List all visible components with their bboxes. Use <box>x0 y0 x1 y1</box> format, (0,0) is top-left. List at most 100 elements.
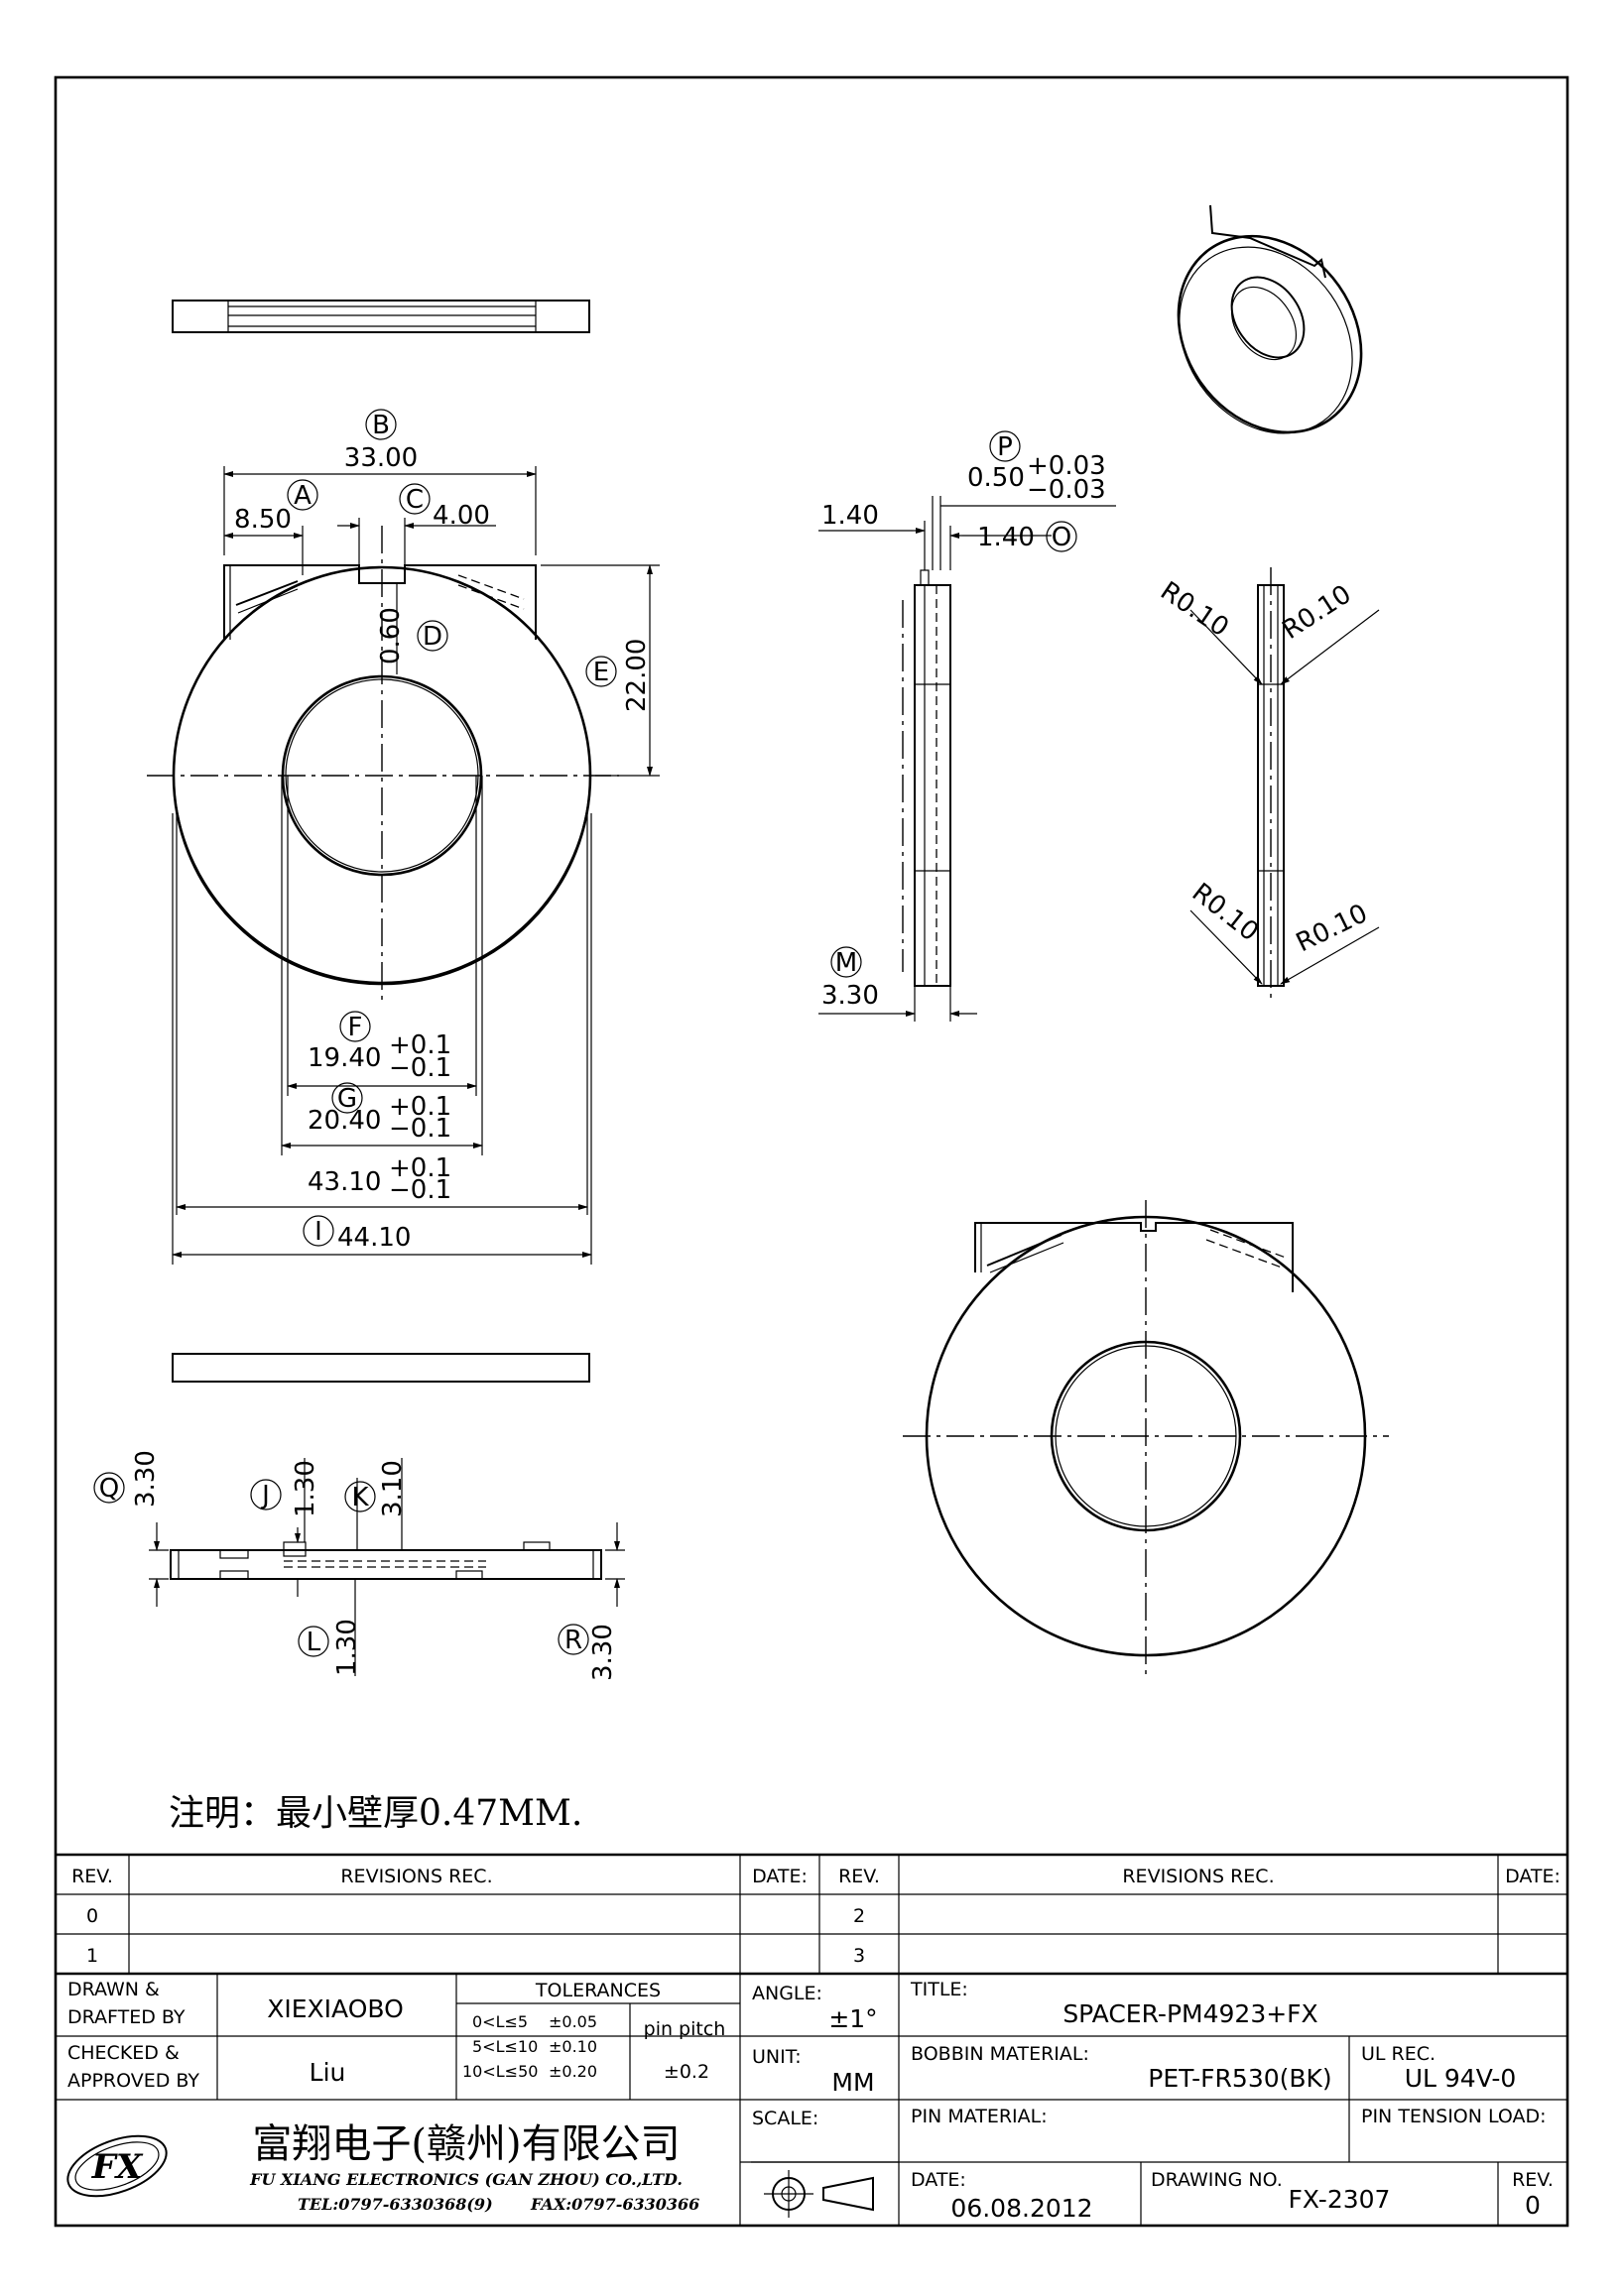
rev-row-3: 3 <box>853 1945 865 1967</box>
dim-c-key: C <box>406 485 424 515</box>
company-name-english: FU XIANG ELECTRONICS (GAN ZHOU) CO.,LTD. <box>249 2170 683 2189</box>
dim-o-key: O <box>1052 523 1071 552</box>
dim-4310-tol-plus: +0.1 <box>389 1153 451 1183</box>
angle-label: ANGLE: <box>752 1983 822 2004</box>
dim-f-key: F <box>348 1013 363 1042</box>
tol-range-2: 10<L≤50 <box>462 2062 538 2081</box>
radius-label-4: R0.10 <box>1292 899 1372 958</box>
title-block: REV. REVISIONS REC. DATE: REV. REVISIONS… <box>56 1853 1567 2226</box>
dim-j-key: J <box>260 1481 270 1511</box>
projection-symbol-icon <box>751 2161 899 2218</box>
rev-header-left: REV. <box>71 1866 113 1887</box>
tol-value-0: ±0.05 <box>549 2012 597 2031</box>
rev-row-0: 0 <box>86 1905 98 1927</box>
front-view-labels: B 33.00 A 8.50 C 4.00 0.60 D E 22.00 F 1… <box>234 409 652 1253</box>
dim-o-value: 1.40 <box>977 523 1035 552</box>
drawn-label-2: DRAFTED BY <box>67 2006 186 2028</box>
dim-r-value: 3.30 <box>588 1624 618 1681</box>
section-view <box>149 1458 625 1676</box>
isometric-view <box>1177 204 1363 434</box>
angle-value: ±1° <box>828 2004 877 2033</box>
dim-140-left-value: 1.40 <box>821 501 879 531</box>
drawn-label-1: DRAWN & <box>67 1979 160 2000</box>
dim-a-value: 8.50 <box>234 505 292 535</box>
dim-e-key: E <box>593 658 609 687</box>
tol-range-0: 0<L≤5 <box>472 2012 528 2031</box>
dim-d-value: 0.60 <box>376 607 406 665</box>
dim-g-value: 20.40 <box>308 1106 381 1136</box>
pin-material-label: PIN MATERIAL: <box>911 2106 1048 2127</box>
unit-label: UNIT: <box>752 2046 802 2068</box>
right-front-view <box>903 1200 1389 1676</box>
rev-row-1: 1 <box>86 1945 98 1967</box>
dim-e-value: 22.00 <box>622 639 652 712</box>
tol-value-2: ±0.20 <box>549 2062 597 2081</box>
bottom-profile-view <box>172 1353 590 1383</box>
pin-pitch-value: ±0.2 <box>664 2061 709 2083</box>
dim-4310-value: 43.10 <box>308 1167 381 1197</box>
date-label: DATE: <box>911 2169 966 2191</box>
dim-p-tol-minus: −0.03 <box>1027 475 1106 505</box>
pin-pitch-label: pin pitch <box>644 2018 726 2040</box>
drawn-by-value: XIEXIAOBO <box>267 1994 404 2023</box>
sheet-border <box>54 75 1569 2228</box>
company-fax: FAX:0797-6330366 <box>530 2195 699 2214</box>
dim-p-key: P <box>997 432 1013 462</box>
dim-f-tol-plus: +0.1 <box>389 1030 451 1060</box>
dim-k-value: 3.10 <box>378 1460 408 1517</box>
date-value: 06.08.2012 <box>950 2194 1092 2223</box>
dim-j-value: 1.30 <box>291 1460 320 1517</box>
dim-p-tol-plus: +0.03 <box>1027 451 1106 481</box>
dim-r-key: R <box>564 1626 582 1655</box>
dim-g-tol-plus: +0.1 <box>389 1092 451 1122</box>
dim-q-value: 3.30 <box>131 1450 161 1508</box>
dim-i-key: I <box>314 1217 322 1247</box>
side-section-labels: P 0.50 +0.03 −0.03 1.40 1.40 O M 3.30 <box>821 430 1106 1011</box>
rev-header-right: REV. <box>838 1866 880 1887</box>
dim-c-value: 4.00 <box>433 501 490 531</box>
unit-value: MM <box>831 2068 874 2097</box>
rev-value: 0 <box>1525 2191 1541 2220</box>
dim-b-key: B <box>372 411 390 440</box>
side-section-view <box>818 496 1116 1022</box>
dim-g-tol-minus: −0.1 <box>389 1114 451 1144</box>
dim-m-value: 3.30 <box>821 981 879 1011</box>
dim-f-value: 19.40 <box>308 1043 381 1073</box>
pin-tension-label: PIN TENSION LOAD: <box>1361 2106 1547 2127</box>
dim-k-key: K <box>351 1483 369 1512</box>
title-value: SPACER-PM4923+FX <box>1062 1999 1317 2028</box>
company-logo-icon: FX <box>66 2134 168 2198</box>
front-view <box>147 466 660 1265</box>
approved-by-value: Liu <box>310 2058 346 2087</box>
company-name-chinese: 富翔电子(赣州)有限公司 <box>252 2121 680 2167</box>
date-header-right: DATE: <box>1505 1866 1561 1887</box>
tol-range-1: 5<L≤10 <box>472 2037 538 2056</box>
dim-l-value: 1.30 <box>332 1619 362 1676</box>
checked-label-2: APPROVED BY <box>67 2070 199 2092</box>
rev-row-2: 2 <box>853 1905 865 1927</box>
scale-label: SCALE: <box>752 2108 818 2129</box>
dim-p-value: 0.50 <box>967 463 1025 493</box>
drawing-no-value: FX-2307 <box>1289 2185 1391 2214</box>
checked-label-1: CHECKED & <box>67 2042 180 2064</box>
tolerances-label: TOLERANCES <box>535 1980 661 2001</box>
dim-q-key: Q <box>99 1474 119 1504</box>
dim-m-key: M <box>835 948 857 978</box>
bobbin-material-label: BOBBIN MATERIAL: <box>911 2043 1089 2065</box>
dim-d-key: D <box>423 622 442 652</box>
drawing-no-label: DRAWING NO. <box>1151 2169 1283 2191</box>
top-profile-view <box>172 300 590 333</box>
rev-label: REV. <box>1512 2169 1554 2191</box>
dim-i-value: 44.10 <box>337 1223 411 1253</box>
tol-value-1: ±0.10 <box>549 2037 597 2056</box>
bobbin-material-value: PET-FR530(BK) <box>1148 2064 1331 2093</box>
wall-thickness-note: 注明：最小壁厚0.47MM. <box>169 1793 582 1834</box>
company-logo-text: FX <box>91 2147 144 2187</box>
detail-section-view: R0.10 R0.10 R0.10 R0.10 <box>1155 567 1380 1000</box>
company-tel: TEL:0797-6330368(9) <box>298 2195 493 2214</box>
revisions-header-right: REVISIONS REC. <box>1122 1866 1274 1887</box>
radius-label-3: R0.10 <box>1187 878 1264 947</box>
dim-l-key: L <box>307 1628 321 1657</box>
title-label: TITLE: <box>910 1979 968 2000</box>
